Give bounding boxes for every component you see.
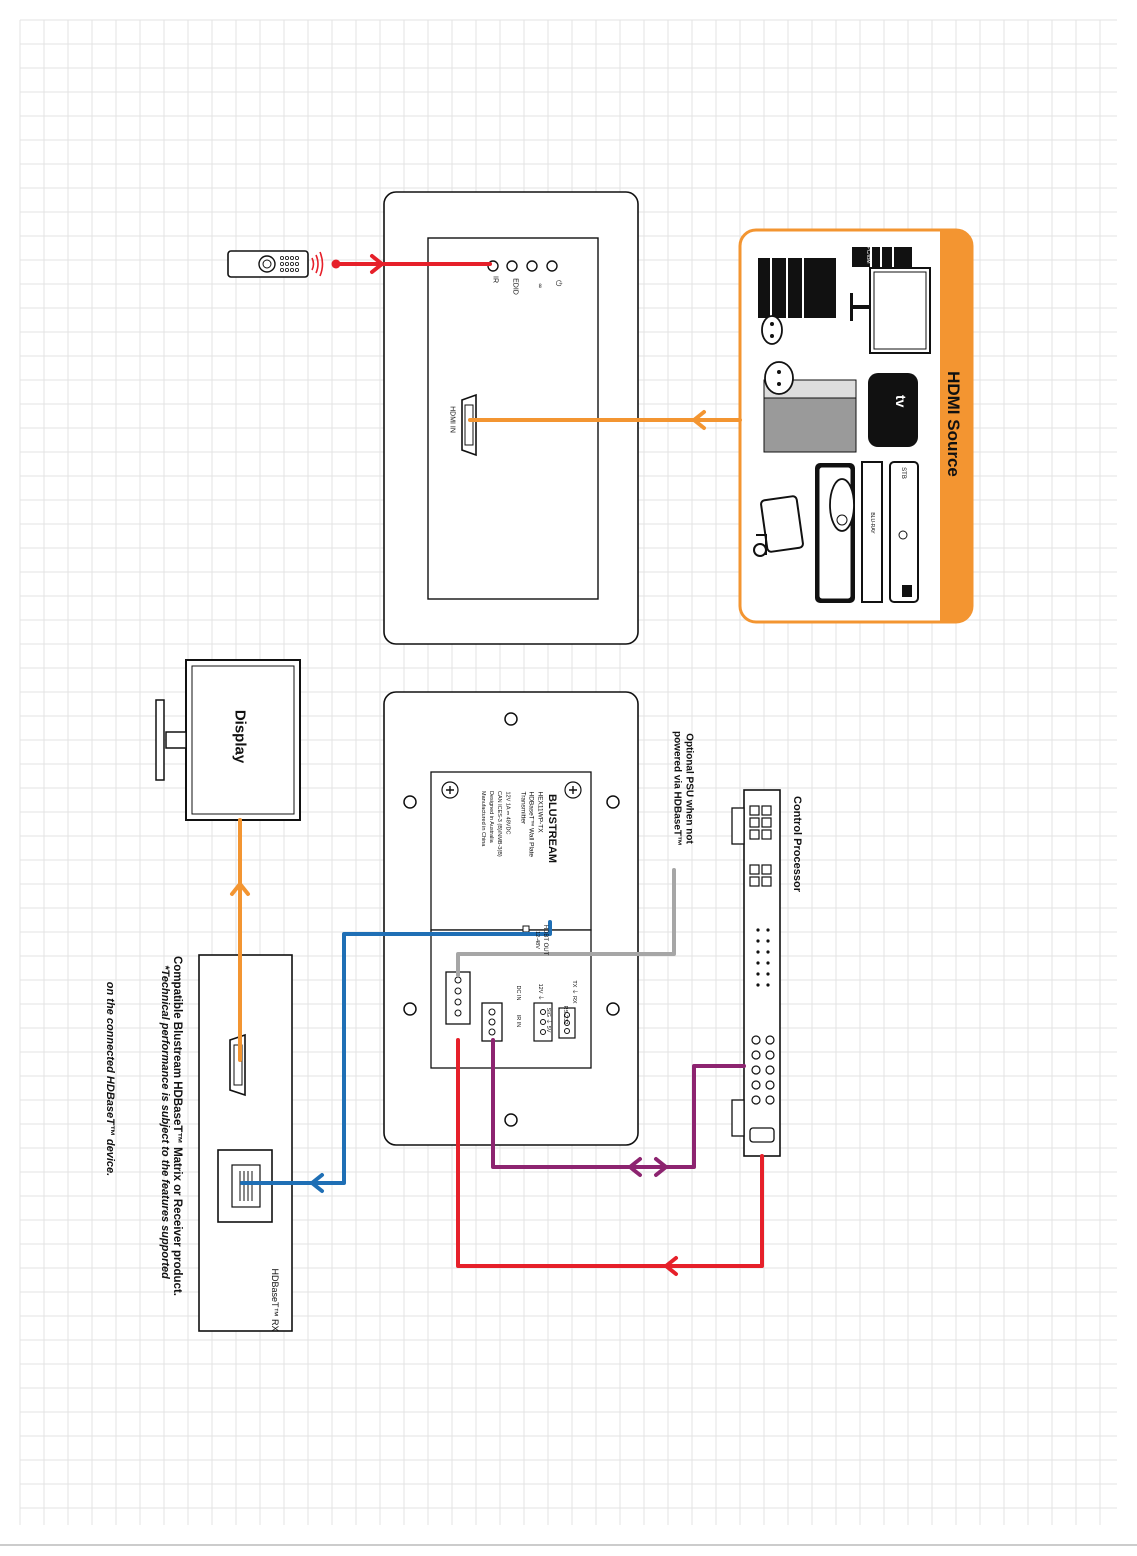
bluray-label: BLU-RAY [869, 512, 875, 534]
psu-cable [456, 868, 676, 977]
rear-wall-plate [383, 691, 639, 1146]
svg-text:⏻: ⏻ [554, 280, 563, 287]
xbox-console-icon [763, 361, 857, 453]
hdmi-source-group: tv [738, 228, 974, 624]
designed-label: Designed in Australia [488, 791, 494, 843]
rs232-cable [491, 1038, 746, 1169]
rx-note-bold: Compatible Blustream HDBaseT™ Matrix or … [171, 956, 183, 1296]
rs232-terminal-icon [533, 1002, 576, 1042]
rs232-label: RS-232 [562, 1005, 568, 1025]
control-processor-label: Control Processor [791, 796, 803, 892]
pc-label: PC/IBM [865, 246, 871, 264]
display-monitor-icon [155, 659, 301, 821]
svg-text:tv: tv [893, 395, 909, 408]
made-label: Manufactured in China [480, 791, 486, 847]
indicator-dots-icon [756, 928, 770, 987]
button-grid-icon [749, 805, 772, 887]
model-label: HEX11WP-TX [536, 791, 544, 833]
edid-button-icon [506, 260, 518, 272]
gamepad-icon [761, 315, 783, 345]
hdmi-in-port-icon [461, 393, 477, 457]
cctv-camera-icon [753, 495, 804, 557]
ir-in-label: IR IN [515, 1014, 521, 1028]
hdbaset-rx-device [198, 954, 293, 1332]
hdbt-out-label: HDBT OUT [542, 924, 548, 956]
power-label: 12V 1A ⎓ 48VDC [504, 791, 511, 835]
dc-ir-terminal-icon [481, 1002, 503, 1042]
hdbt-volts-label: 12-48V [534, 931, 540, 949]
pc-tower-icon [852, 247, 912, 267]
stb-label: STB [900, 467, 906, 479]
can-label: CAN ICES-3 (B)/NMB-3(B) [496, 791, 502, 857]
psu-note-line1: Optional PSU when not [683, 733, 695, 844]
rj45-port-icon [217, 1149, 273, 1223]
rx-note-italic-2: on the connected HDBaseT™ device. [104, 981, 116, 1177]
control-processor-device [731, 789, 781, 1157]
desc1-label: HDBaseT™ Wall Plate [527, 791, 535, 858]
power-led-icon [546, 260, 558, 272]
hdbt-terminal-block-icon [445, 971, 471, 1025]
ir-out-cable [456, 1038, 764, 1268]
monitor-icon [850, 267, 931, 354]
stb-icon [889, 461, 919, 603]
svg-text:∞: ∞ [536, 283, 544, 289]
psu-note-line2: powered via HDBaseT™ [671, 730, 683, 847]
hdmi-in-label: HDMI IN [448, 406, 456, 433]
game-console-icon [758, 258, 836, 318]
tx-rx-label: TX ⏚ RX [571, 980, 577, 1004]
link-led-icon [526, 260, 538, 272]
hdmi-port-icon [229, 1033, 246, 1097]
ir-label: IR [491, 276, 499, 283]
edid-label: EDID [511, 278, 519, 295]
apple-tv-icon: tv [868, 373, 918, 447]
serial-port-icon [751, 1035, 775, 1105]
rx-label: HDBaseT™ RX [270, 1268, 280, 1332]
display-label: Display [231, 709, 249, 764]
ir-remote-icon [227, 250, 324, 278]
screw-icon [441, 781, 459, 799]
12v-label: 12V ⏚ [537, 983, 543, 1001]
screw-icon [564, 781, 582, 799]
brand-label: BLUSTREAM [546, 794, 558, 864]
sig-label: SIG ⏚ 5V [545, 1007, 551, 1033]
cable-lines [230, 254, 764, 1276]
hdmi-source-title: HDMI Source [944, 371, 963, 477]
desc2-label: Transmitter [519, 791, 527, 825]
remote-keypad-icon [829, 478, 855, 532]
rx-note-italic-1: *Technical performance is subject to the… [159, 965, 171, 1279]
